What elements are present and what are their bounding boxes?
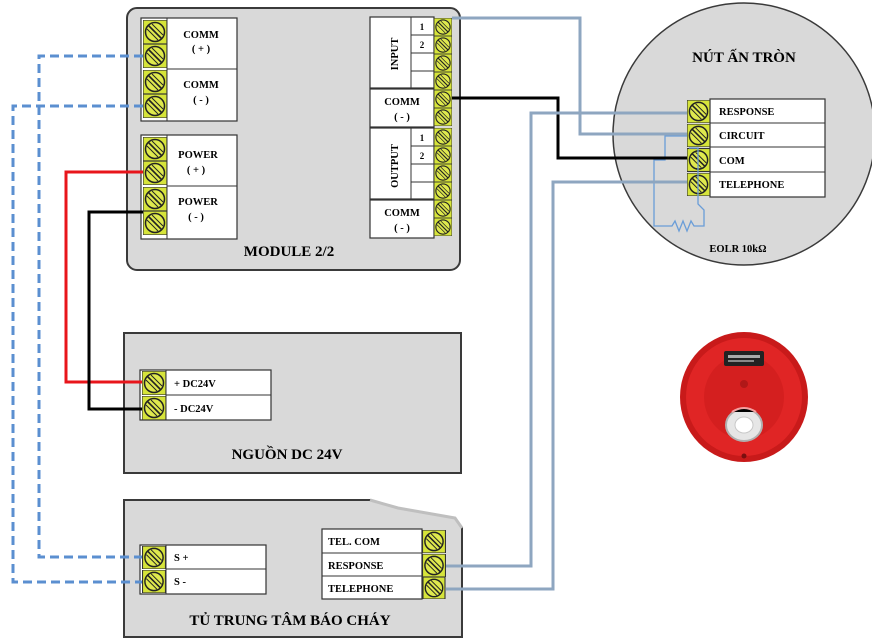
eolr-label: EOLR 10kΩ	[709, 244, 766, 255]
panel-telephone-label: TELEPHONE	[328, 584, 393, 595]
button-circuit-label: CIRCUIT	[719, 131, 765, 142]
button-com-label: COM	[719, 156, 745, 167]
wire-comm-minus	[11, 104, 143, 584]
input-num-2: 2	[420, 40, 425, 50]
terminal-icon[interactable]	[434, 164, 452, 182]
terminal-icon[interactable]	[422, 577, 446, 599]
terminal-icon[interactable]	[422, 530, 446, 553]
wire-telephone	[446, 180, 687, 591]
terminal-icon[interactable]	[143, 161, 167, 185]
terminal-icon[interactable]	[142, 396, 166, 420]
terminal-icon[interactable]	[434, 200, 452, 218]
wires	[11, 16, 687, 591]
terminal-icon[interactable]	[143, 44, 167, 68]
output-num-2: 2	[420, 151, 425, 161]
terminal-icon[interactable]	[434, 18, 452, 36]
wire-power-plus	[64, 170, 143, 384]
terminal-icon[interactable]	[434, 90, 452, 108]
comm-bottom-label: COMM	[384, 208, 420, 219]
terminal-icon[interactable]	[422, 554, 446, 577]
terminal-icon[interactable]	[143, 70, 167, 94]
terminal-icon[interactable]	[434, 128, 452, 146]
wire-input-circuit	[452, 16, 687, 136]
terminal-icon[interactable]	[434, 36, 452, 54]
terminal-icon[interactable]	[434, 54, 452, 72]
terminal-icon[interactable]	[434, 72, 452, 90]
eolr-resistor-icon	[653, 135, 705, 233]
module-title: MODULE 2/2	[244, 244, 334, 260]
terminal-icon[interactable]	[143, 187, 167, 211]
round-button-title: NÚT ẤN TRÒN	[692, 49, 796, 66]
s-minus-label: S -	[174, 577, 186, 588]
terminal-icon[interactable]	[143, 94, 167, 118]
button-telephone-label: TELEPHONE	[719, 180, 784, 191]
comm-bottom-sign: ( - )	[394, 223, 410, 234]
comm-minus-label: COMM	[183, 80, 219, 91]
fire-panel-title: TỦ TRUNG TÂM BÁO CHÁY	[189, 612, 390, 629]
dc-plus-label: + DC24V	[174, 379, 216, 390]
fire-panel-box: TỦ TRUNG TÂM BÁO CHÁY S + S - TEL. COM R…	[123, 498, 464, 638]
terminal-icon[interactable]	[142, 570, 166, 593]
comm-mid-label: COMM	[384, 97, 420, 108]
terminal-icon[interactable]	[687, 124, 710, 147]
terminal-icon[interactable]	[142, 546, 166, 569]
power-supply-box: NGUỒN DC 24V + DC24V - DC24V	[123, 332, 462, 474]
panel-response-label: RESPONSE	[328, 561, 383, 572]
terminal-icon[interactable]	[434, 108, 452, 126]
wire-response	[446, 111, 687, 568]
terminal-icon[interactable]	[143, 211, 167, 235]
terminal-icon[interactable]	[434, 182, 452, 200]
comm-minus-sign: ( - )	[193, 95, 209, 106]
terminal-icon[interactable]	[434, 218, 452, 236]
power-minus-sign: ( - )	[188, 212, 204, 223]
round-button-circle: NÚT ẤN TRÒN RESPONSE CIRCUIT COM TELEPHO…	[612, 2, 872, 266]
red-round-button-image	[680, 332, 808, 462]
power-plus-label: POWER	[178, 150, 218, 161]
power-supply-title: NGUỒN DC 24V	[232, 445, 343, 463]
comm-plus-sign: ( + )	[192, 44, 211, 55]
s-plus-label: S +	[174, 553, 188, 564]
wire-comm-plus	[37, 54, 143, 559]
input-num-1: 1	[420, 22, 425, 32]
module-box: MODULE 2/2 COMM ( + ) COMM ( - ) POWER (…	[126, 7, 461, 271]
terminal-icon[interactable]	[142, 371, 166, 395]
dc-minus-label: - DC24V	[174, 404, 214, 415]
output-label: OUTPUT	[390, 144, 401, 188]
terminal-icon[interactable]	[434, 146, 452, 164]
comm-plus-label: COMM	[183, 30, 219, 41]
terminal-icon[interactable]	[143, 137, 167, 161]
input-label: INPUT	[390, 38, 401, 71]
power-plus-sign: ( + )	[187, 165, 206, 176]
comm-mid-sign: ( - )	[394, 112, 410, 123]
terminal-icon[interactable]	[143, 20, 167, 44]
tel-com-label: TEL. COM	[328, 537, 380, 548]
output-num-1: 1	[420, 133, 425, 143]
wire-comm-com	[452, 96, 687, 160]
device-label-plate	[724, 351, 764, 366]
wire-power-minus	[87, 210, 143, 411]
button-response-label: RESPONSE	[719, 107, 774, 118]
power-minus-label: POWER	[178, 197, 218, 208]
terminal-icon[interactable]	[687, 100, 710, 123]
